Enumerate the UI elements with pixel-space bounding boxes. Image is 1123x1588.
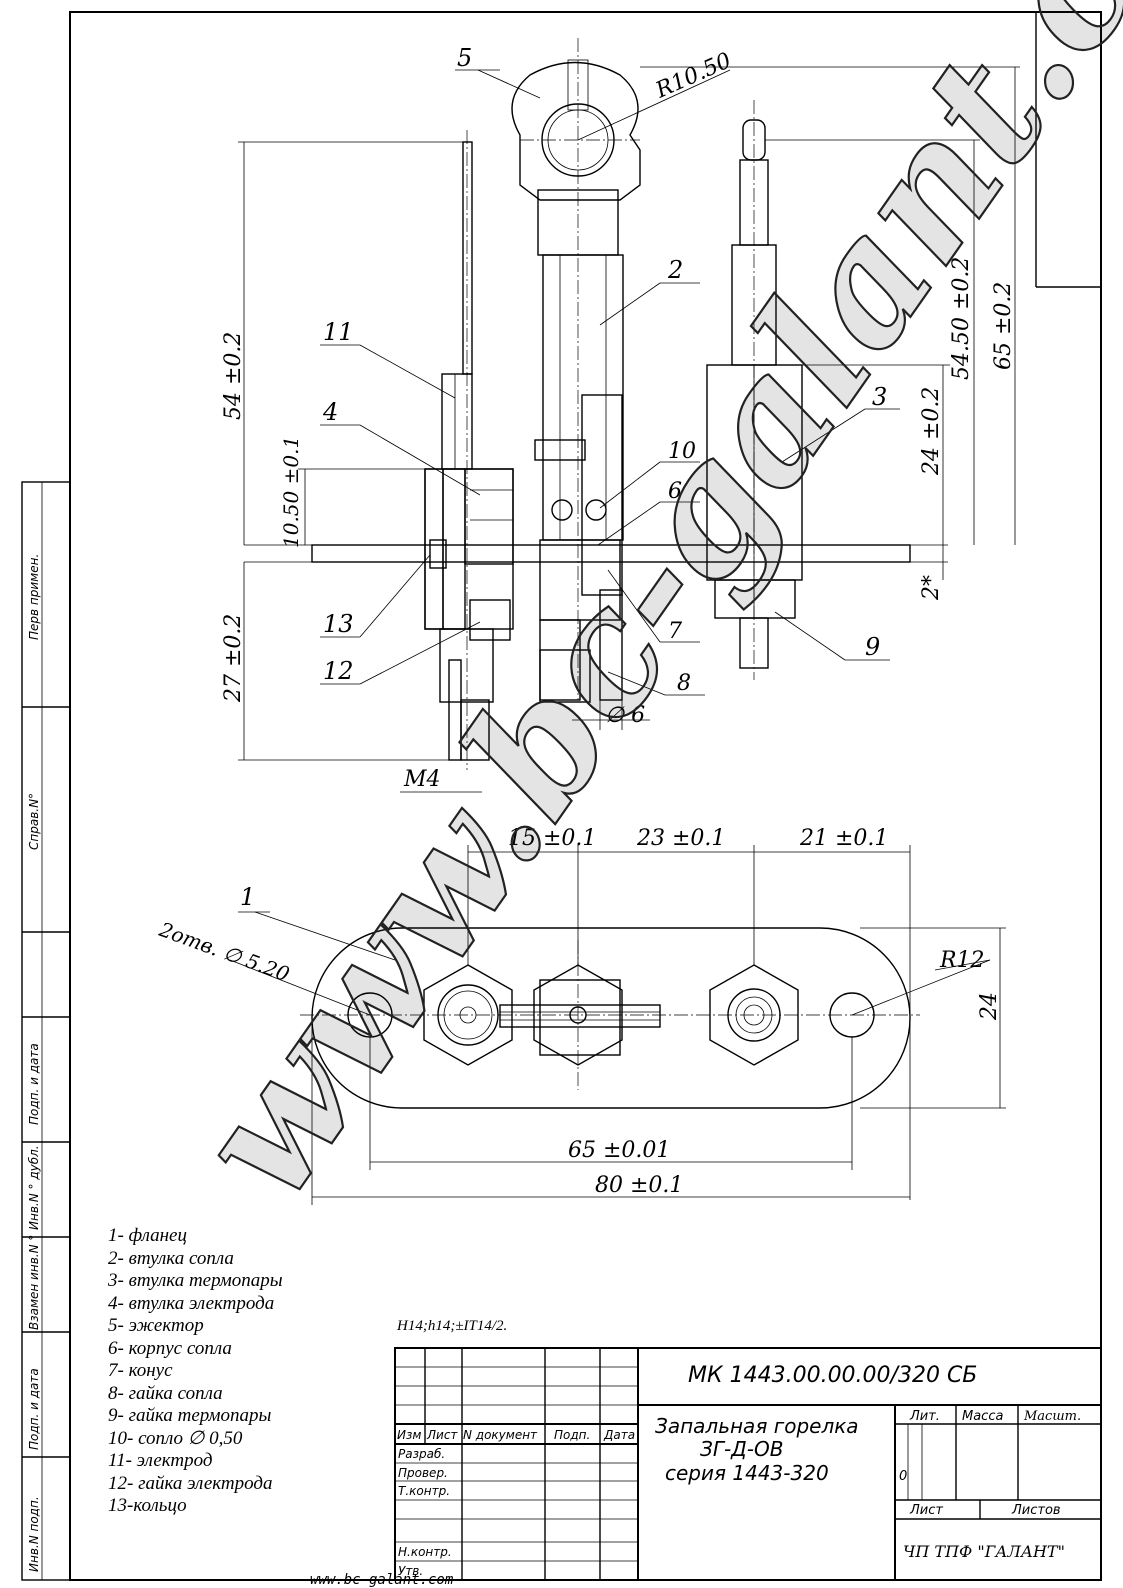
- dim-21: 21 ±0.1: [799, 826, 888, 851]
- dim-80: 80 ±0.1: [595, 1173, 683, 1198]
- top-view: [300, 927, 920, 1109]
- legend-item: 11- электрод: [108, 1450, 213, 1471]
- legend-item: 8- гайка сопла: [108, 1382, 223, 1404]
- legend-item: 9- гайка термопары: [108, 1405, 272, 1426]
- part-12: 12: [323, 657, 354, 685]
- tolerance-note: H14;h14;±IT14/2.: [397, 1318, 508, 1334]
- part-3: 3: [872, 383, 887, 411]
- dim-23: 23 ±0.1: [636, 826, 725, 851]
- dim-15: 15 ±0.1: [508, 826, 596, 851]
- tb-company: ЧП ТПФ "ГАЛАНТ": [903, 1542, 1065, 1561]
- part-7: 7: [668, 619, 682, 644]
- legend-item: 5- эжектор: [108, 1315, 204, 1336]
- dim-24-top: 24 ±0.2: [919, 387, 944, 476]
- parts-legend: 1- фланец 2- втулка сопла 3- втулка терм…: [108, 1225, 283, 1518]
- legend-item: 12- гайка электрода: [108, 1472, 273, 1494]
- side-label-vzamen: Взамен инв.N °: [27, 1235, 41, 1330]
- legend-item: 2- втулка сопла: [108, 1247, 234, 1269]
- legend-item: 4- втулка электрода: [108, 1292, 275, 1314]
- dim-27: 27 ±0.2: [221, 614, 246, 703]
- side-label-inv-podp: Инв.N подп.: [27, 1496, 41, 1572]
- part-10: 10: [668, 439, 696, 464]
- dim-d6: ∅ 6: [605, 703, 645, 728]
- legend-item: 13-кольцо: [108, 1495, 187, 1516]
- tb-masht: Масшт.: [1023, 1409, 1081, 1424]
- dim-r12: R12: [939, 948, 985, 973]
- tb-massa: Масса: [962, 1409, 1003, 1424]
- tb-izm: Изм: [397, 1428, 421, 1442]
- tb-podp: Подп.: [554, 1428, 590, 1442]
- tb-sheet: Лист: [909, 1503, 943, 1518]
- part-4: 4: [322, 398, 338, 426]
- side-column: Перв примен. Справ.N° Подп. и дата Инв.N…: [21, 481, 71, 1581]
- legend-item: 1- фланец: [108, 1225, 187, 1246]
- side-label-podp1: Подп. и дата: [27, 1043, 41, 1125]
- tb-row-prover: Провер.: [398, 1466, 448, 1480]
- tb-name-1: Запальная горелка: [655, 1414, 859, 1438]
- part-6: 6: [668, 479, 682, 504]
- tb-sheets: Листов: [1011, 1503, 1061, 1518]
- front-view: [244, 38, 948, 770]
- part-13: 13: [323, 610, 354, 638]
- front-leaders: 5 2 3 11 4 10 6 13 12 7 8 9: [320, 44, 900, 696]
- dim-24: 24: [977, 992, 1002, 1021]
- side-label-perv: Перв примен.: [27, 554, 41, 640]
- tb-designation: МК 1443.00.00.00/320 СБ: [688, 1363, 977, 1388]
- part-8: 8: [677, 671, 691, 696]
- side-label-sprav: Справ.N°: [27, 793, 41, 850]
- tb-lit-value: 0: [899, 1469, 907, 1484]
- legend-item: 7- конус: [108, 1360, 173, 1381]
- tb-row-nkontr: Н.контр.: [398, 1545, 452, 1559]
- tb-name-2: ЗГ-Д-ОВ: [700, 1437, 784, 1461]
- tb-list: Лист: [426, 1428, 458, 1442]
- part-11: 11: [323, 318, 354, 346]
- dim-m4: M4: [403, 767, 441, 792]
- part-5: 5: [457, 44, 472, 72]
- legend-item: 10- сопло ∅ 0,50: [108, 1427, 243, 1449]
- tb-lit: Лит.: [909, 1409, 940, 1424]
- dim-54-50: 54.50 ±0.2: [949, 257, 974, 380]
- dim-54: 54 ±0.2: [221, 332, 246, 420]
- part-2: 2: [667, 256, 683, 284]
- tb-row-tkontr: Т.контр.: [398, 1484, 450, 1498]
- tb-data: Дата: [603, 1428, 635, 1442]
- part-1: 1: [240, 883, 255, 911]
- title-block: Изм Лист N документ Подп. Дата Разраб. П…: [394, 1347, 1102, 1581]
- dim-r10-50: R10.50: [651, 48, 735, 104]
- legend-item: 3- втулка термопары: [108, 1270, 283, 1291]
- tb-row-utv: Утв.: [398, 1564, 423, 1578]
- tb-doc: N документ: [463, 1428, 538, 1442]
- tb-name-3: серия 1443-320: [665, 1461, 829, 1485]
- dim-2: 2*: [919, 575, 944, 601]
- dim-10-50: 10.50 ±0.1: [279, 436, 303, 548]
- side-label-podp2: Подп. и дата: [27, 1368, 41, 1450]
- dim-65-w: 65 ±0.01: [568, 1138, 670, 1163]
- side-label-inv-dubl: Инв.N ° дубл.: [27, 1145, 41, 1230]
- legend-item: 6- корпус сопла: [108, 1337, 232, 1359]
- part-9: 9: [865, 633, 880, 661]
- footer-url[interactable]: www.bc-galant.com: [310, 1572, 454, 1588]
- dim-65: 65 ±0.2: [991, 282, 1016, 370]
- tb-row-razrab: Разраб.: [398, 1447, 445, 1461]
